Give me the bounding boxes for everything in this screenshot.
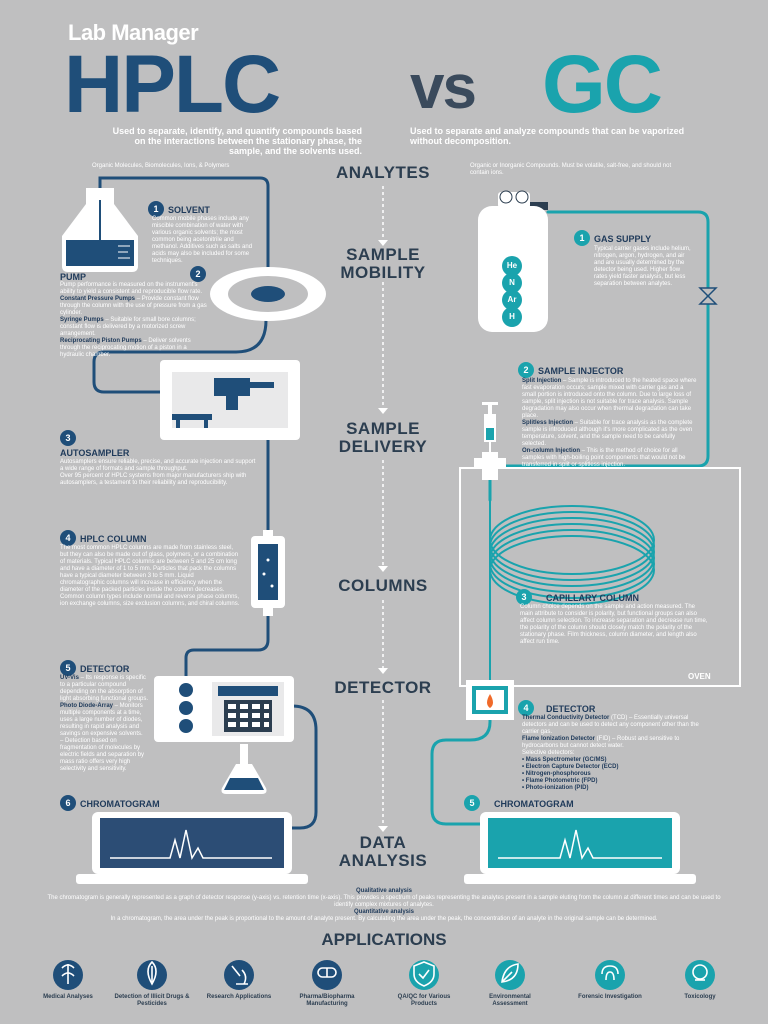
solvent-bottle-icon [62, 188, 138, 272]
gc-analytes: Organic or Inorganic Compounds. Must be … [470, 163, 672, 176]
hplc-laptop-icon [76, 812, 308, 884]
stage-columns: COLUMNS [338, 576, 428, 595]
hplc-pump-text: Pump performance is measured on the inst… [60, 282, 207, 358]
gc-step-4-badge: 4 [518, 700, 534, 716]
hplc-step-5-badge: 5 [60, 660, 76, 676]
app-label-7: Toxicology [684, 994, 716, 1000]
app-label-5: Environmental Assessment [489, 994, 531, 1007]
app-medical-analyses [53, 960, 83, 990]
hplc-pump-title: PUMP [60, 272, 87, 282]
hplc-solvent-text: Common mobile phases include any miscibl… [152, 216, 253, 264]
qualitative-analysis: Qualitative analysis The chromatogram is… [47, 888, 721, 922]
gc-detector-text: Thermal Conductivity Detector (TCD) – Es… [522, 715, 699, 791]
gc-step-2-badge: 2 [518, 362, 534, 378]
applications-title: APPLICATIONS [321, 930, 447, 949]
hplc-detector-icon [154, 676, 294, 794]
hplc-autosampler-title: AUTOSAMPLER [60, 448, 130, 458]
gas-label-he: He [506, 261, 518, 270]
stage-analytes: ANALYTES [335, 163, 431, 182]
gc-step-1-badge: 1 [574, 230, 590, 246]
gc-step-5-badge: 5 [464, 795, 480, 811]
hplc-detector-title: DETECTOR [80, 664, 130, 674]
capillary-coil [489, 505, 655, 605]
hplc-analytes: Organic Molecules, Biomolecules, Ions, &… [92, 163, 230, 169]
title-gc: GC [542, 39, 663, 130]
app-qaqc [409, 960, 439, 990]
app-label-4: QA/QC for Various Products [397, 994, 451, 1007]
hplc-chromatogram-title: CHROMATOGRAM [80, 799, 160, 809]
stage-detector: DETECTOR [334, 678, 432, 697]
gc-detector-icon [466, 680, 514, 720]
gc-intro: Used to separate and analyze compounds t… [410, 126, 685, 146]
hplc-step-1-badge: 1 [148, 201, 164, 217]
app-pharma [312, 960, 342, 990]
gc-injector-text: Split Injection – Sample is introduced t… [522, 378, 697, 468]
app-toxicology [685, 960, 715, 990]
hplc-intro: Used to separate, identify, and quantify… [112, 126, 362, 156]
hplc-tubing [92, 176, 318, 830]
hplc-step-2-badge: 2 [190, 266, 206, 282]
gc-injector-title: SAMPLE INJECTOR [538, 366, 624, 376]
hplc-step-3-badge: 3 [60, 430, 76, 446]
gc-gas-title: GAS SUPPLY [594, 234, 652, 244]
hplc-detector-text: UV-Vis – Its response is specific to a p… [60, 675, 149, 772]
app-label-2: Research Applications [206, 994, 272, 1000]
brand-logo: Lab Manager [68, 20, 199, 45]
gas-label-ar: Ar [507, 295, 517, 304]
app-label-3: Pharma/Biopharma Manufacturing [299, 994, 355, 1007]
oven-box [459, 467, 741, 687]
title-vs: vs [410, 53, 477, 122]
hplc-step-4-badge: 4 [60, 530, 76, 546]
gas-label-n: N [509, 278, 515, 287]
autosampler-icon [160, 360, 300, 440]
gas-label-h: H [509, 312, 515, 321]
app-research [224, 960, 254, 990]
oven-label: OVEN [688, 672, 711, 681]
gc-column-title: CAPILLARY COLUMN [546, 593, 639, 603]
hplc-solvent-title: SOLVENT [168, 205, 210, 215]
gc-column-text: Column choice depends on the sample and … [520, 604, 708, 645]
gc-step-3-badge: 3 [516, 589, 532, 605]
pump-icon [210, 267, 326, 321]
app-illicit-drugs [137, 960, 167, 990]
valve-icon [698, 287, 718, 305]
gc-laptop-icon [464, 812, 696, 884]
app-forensic [595, 960, 625, 990]
title-hplc: HPLC [64, 39, 281, 130]
hplc-autosampler-text: Autosamplers ensure reliable, precise, a… [60, 459, 256, 486]
gc-detector-title: DETECTOR [546, 704, 596, 714]
app-label-0: Medical Analyses [43, 994, 93, 1000]
app-label-1: Detection of Illicit Drugs & Pesticides [114, 994, 190, 1007]
app-label-6: Forensic Investigation [578, 994, 642, 1000]
gc-chromatogram-title: CHROMATOGRAM [494, 799, 574, 809]
hplc-column-icon [251, 530, 285, 616]
app-environmental [495, 960, 525, 990]
syringe-icon [474, 402, 506, 480]
gas-cylinder-icon [478, 190, 548, 332]
hplc-column-text: The most common HPLC columns are made fr… [60, 545, 240, 607]
hplc-column-title: HPLC COLUMN [80, 534, 147, 544]
hplc-step-6-badge: 6 [60, 795, 76, 811]
gc-gas-text: Typical carrier gases include helium, ni… [594, 246, 691, 287]
